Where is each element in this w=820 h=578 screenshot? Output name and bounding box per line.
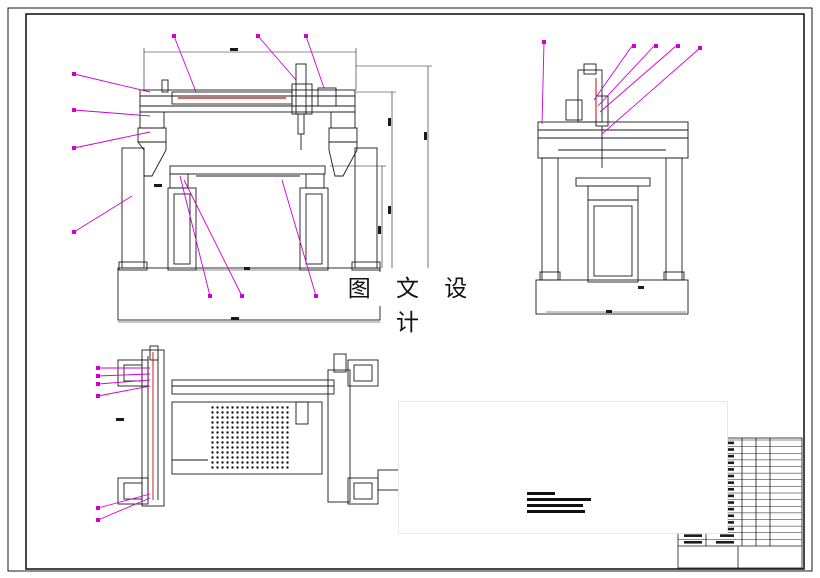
gantry-beam [139,89,356,113]
side-callout-tags [542,40,702,50]
front-view [117,48,432,323]
title-block-cell-mark [684,534,702,537]
front-leaders [73,35,325,297]
notes-panel [398,401,728,534]
side-base [535,279,689,315]
title-block-cell-mark [684,540,702,544]
watermark: 图 文 设 计 [338,272,486,336]
top-leaders [97,367,151,521]
side-view [535,63,689,315]
perforated-grid [210,404,290,470]
top-callout-tags [96,366,100,522]
top-table [171,401,323,475]
title-block-cell-mark [716,540,734,544]
side-beam [537,121,689,159]
title-block [677,437,803,569]
outer-border [7,7,813,572]
callout-tag-icon [172,34,176,38]
side-dim-labels [606,286,644,313]
title-block-cell-mark [720,534,734,537]
technical-notes [527,492,591,513]
top-view [117,345,407,507]
work-table [169,165,326,175]
front-callout-tags [72,34,318,298]
front-dim-labels [154,48,427,320]
inner-border [25,13,805,570]
side-leaders [541,41,701,135]
